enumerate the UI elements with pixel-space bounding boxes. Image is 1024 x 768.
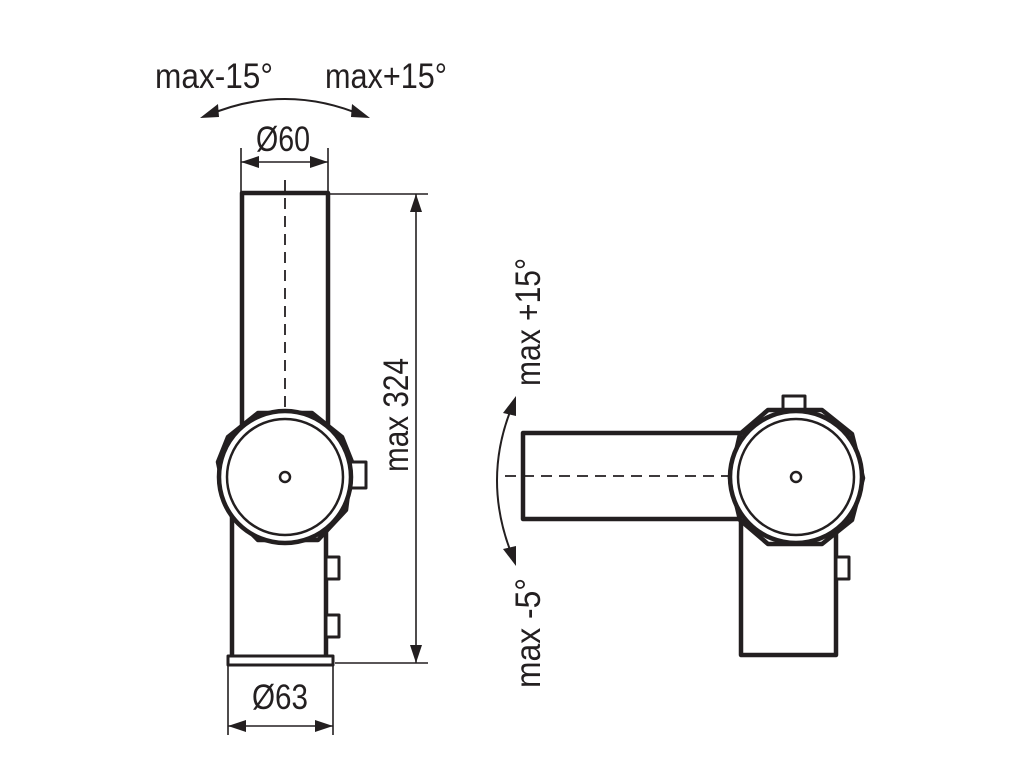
bottom-diameter-label: Ø63 bbox=[252, 678, 308, 717]
side-screw-upper bbox=[324, 555, 341, 581]
top-dim-arrow-right bbox=[310, 156, 328, 168]
tilt-arrowhead-left bbox=[200, 104, 219, 118]
bottom-dim-arrow-left bbox=[228, 720, 246, 732]
front-view: max-15° max+15° Ø60 max 324 bbox=[155, 57, 447, 735]
height-arrow-top bbox=[410, 194, 422, 212]
tilt-rotation-arc bbox=[205, 98, 365, 117]
tilt-minus-label: max-15° bbox=[155, 57, 273, 96]
height-arrow-bottom bbox=[410, 645, 422, 663]
top-dim-arrow-left bbox=[241, 156, 259, 168]
side-body-screw bbox=[834, 555, 851, 581]
side-screw-lower bbox=[324, 613, 341, 639]
arm-plus-label: max +15° bbox=[509, 258, 548, 386]
base-flange bbox=[226, 654, 335, 667]
side-view: max +15° max -5° bbox=[496, 258, 866, 688]
tilt-arrowhead-right bbox=[351, 104, 370, 118]
joint-pivot-hole bbox=[278, 470, 292, 484]
side-joint-pivot-hole bbox=[789, 470, 803, 484]
height-label: max 324 bbox=[377, 358, 416, 472]
arm-arrowhead-top bbox=[503, 396, 516, 416]
tilt-plus-label: max+15° bbox=[325, 57, 447, 96]
top-diameter-label: Ø60 bbox=[256, 120, 310, 159]
arm-rotation-arc bbox=[496, 401, 515, 561]
arm-minus-label: max -5° bbox=[509, 578, 548, 688]
arm-arrowhead-bottom bbox=[503, 546, 516, 566]
bottom-dim-arrow-right bbox=[315, 720, 333, 732]
